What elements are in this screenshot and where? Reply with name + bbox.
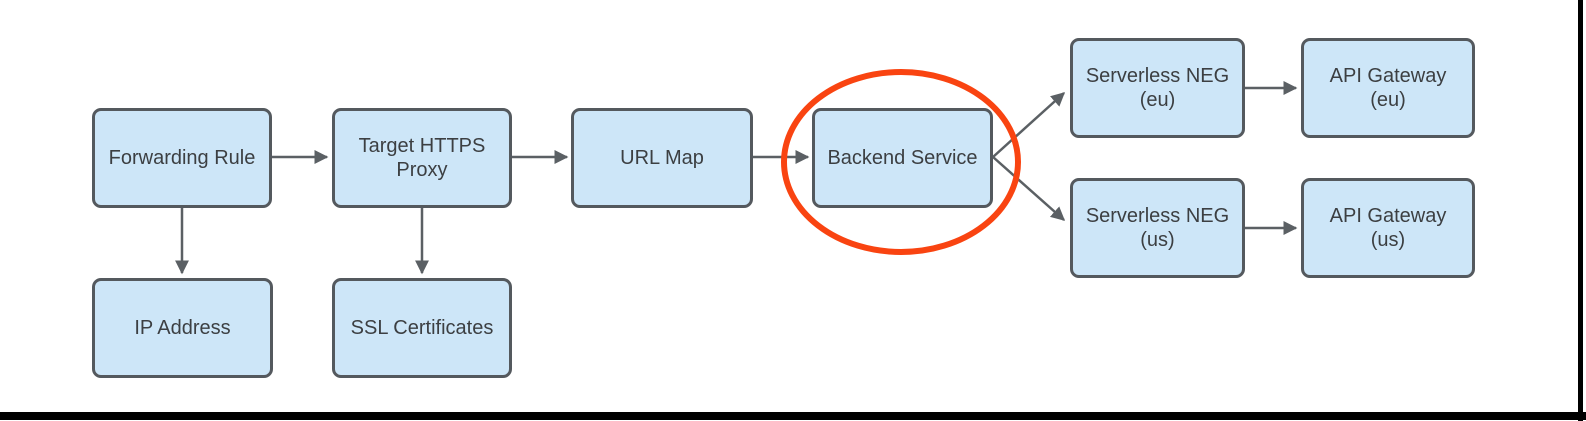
node-label: API Gateway (us) xyxy=(1329,205,1447,251)
node-label: Target HTTPS Proxy xyxy=(358,135,486,181)
node-forwarding-rule[interactable]: Forwarding Rule xyxy=(92,108,272,208)
edge-backend-service-to-serverless-neg-us xyxy=(992,156,1066,221)
node-label: Forwarding Rule xyxy=(108,147,256,169)
node-label: Serverless NEG (eu) xyxy=(1085,65,1230,111)
node-api-gateway-us[interactable]: API Gateway (us) xyxy=(1301,178,1475,278)
frame-bottom-border xyxy=(0,412,1586,420)
edge-backend-service-to-serverless-neg-eu xyxy=(992,92,1066,158)
node-ssl-certificates[interactable]: SSL Certificates xyxy=(332,278,512,378)
node-serverless-neg-eu[interactable]: Serverless NEG (eu) xyxy=(1070,38,1245,138)
node-backend-service[interactable]: Backend Service xyxy=(812,108,993,208)
node-label: API Gateway (eu) xyxy=(1329,65,1447,111)
node-api-gateway-eu[interactable]: API Gateway (eu) xyxy=(1301,38,1475,138)
node-target-https-proxy[interactable]: Target HTTPS Proxy xyxy=(332,108,512,208)
node-serverless-neg-us[interactable]: Serverless NEG (us) xyxy=(1070,178,1245,278)
node-ip-address[interactable]: IP Address xyxy=(92,278,273,378)
node-label: Backend Service xyxy=(827,147,978,169)
node-label: Serverless NEG (us) xyxy=(1085,205,1230,251)
node-label: URL Map xyxy=(620,147,704,169)
node-label: SSL Certificates xyxy=(350,317,494,339)
node-url-map[interactable]: URL Map xyxy=(571,108,753,208)
frame-right-border xyxy=(1578,0,1583,421)
node-label: IP Address xyxy=(134,317,231,339)
